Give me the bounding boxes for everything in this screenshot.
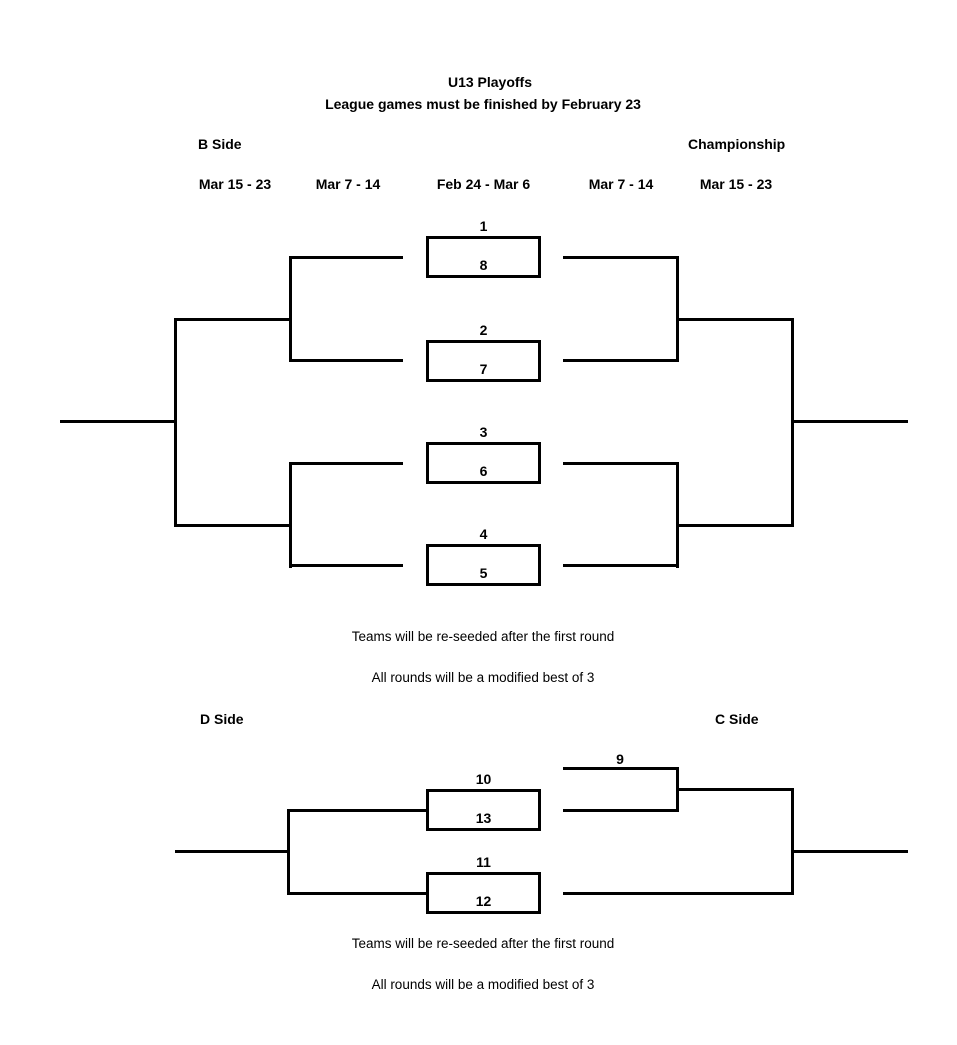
best-of-note: All rounds will be a modified best of 3 xyxy=(371,670,595,685)
match-box: 8 xyxy=(426,236,541,278)
seed-label: 5 xyxy=(479,565,488,581)
bracket-line xyxy=(791,788,794,895)
bracket-line xyxy=(563,462,677,465)
bracket-line xyxy=(676,788,793,791)
match-box: 6 xyxy=(426,442,541,484)
round-date: Mar 15 - 23 xyxy=(198,176,272,192)
page-subtitle: League games must be finished by Februar… xyxy=(325,96,641,112)
bracket-line xyxy=(287,809,290,895)
bracket-line xyxy=(563,564,677,567)
bracket-line xyxy=(287,809,426,812)
seed-label: 13 xyxy=(475,810,492,826)
bracket-line xyxy=(563,809,677,812)
match-box: 7 xyxy=(426,340,541,382)
bracket-line xyxy=(563,767,677,770)
seed-label: 3 xyxy=(479,424,488,440)
match-box: 12 xyxy=(426,872,541,914)
bracket-line xyxy=(287,892,426,895)
bracket-line xyxy=(289,462,292,568)
bracket-line xyxy=(563,892,792,895)
round-date: Mar 7 - 14 xyxy=(315,176,381,192)
d-side-label: D Side xyxy=(200,711,244,727)
seed-label: 9 xyxy=(616,751,624,767)
seed-label: 1 xyxy=(479,218,488,234)
bracket-line xyxy=(60,420,175,423)
bracket-line xyxy=(791,850,908,853)
championship-label: Championship xyxy=(688,136,786,152)
bracket-line xyxy=(289,564,403,567)
bracket-line xyxy=(175,850,289,853)
bracket-line xyxy=(791,420,908,423)
round-date: Mar 15 - 23 xyxy=(699,176,773,192)
bracket-line xyxy=(174,524,290,527)
match-box: 13 xyxy=(426,789,541,831)
reseed-note: Teams will be re-seeded after the first … xyxy=(351,629,615,644)
bracket-line xyxy=(676,256,679,362)
b-side-label: B Side xyxy=(198,136,242,152)
bracket-line xyxy=(289,359,403,362)
seed-label: 7 xyxy=(479,361,488,377)
seed-label: 4 xyxy=(479,526,488,542)
seed-label: 6 xyxy=(479,463,488,479)
seed-label: 8 xyxy=(479,257,488,273)
c-side-label: C Side xyxy=(715,711,759,727)
bracket-line xyxy=(676,462,679,568)
best-of-note: All rounds will be a modified best of 3 xyxy=(371,977,595,992)
bracket-line xyxy=(563,256,677,259)
page-title: U13 Playoffs xyxy=(447,74,533,90)
bracket-line xyxy=(289,462,403,465)
seed-label: 10 xyxy=(475,771,492,787)
bracket-line xyxy=(289,256,403,259)
round-date: Feb 24 - Mar 6 xyxy=(436,176,531,192)
bracket-line xyxy=(174,318,177,527)
round-date: Mar 7 - 14 xyxy=(588,176,654,192)
seed-label: 12 xyxy=(475,893,492,909)
bracket-line xyxy=(676,318,793,321)
bracket-line xyxy=(289,256,292,362)
bracket-line xyxy=(174,318,290,321)
bracket-line xyxy=(563,359,677,362)
seed-label: 2 xyxy=(479,322,488,338)
reseed-note: Teams will be re-seeded after the first … xyxy=(351,936,615,951)
match-box: 5 xyxy=(426,544,541,586)
seed-label: 11 xyxy=(476,854,491,870)
bracket-line xyxy=(676,524,793,527)
